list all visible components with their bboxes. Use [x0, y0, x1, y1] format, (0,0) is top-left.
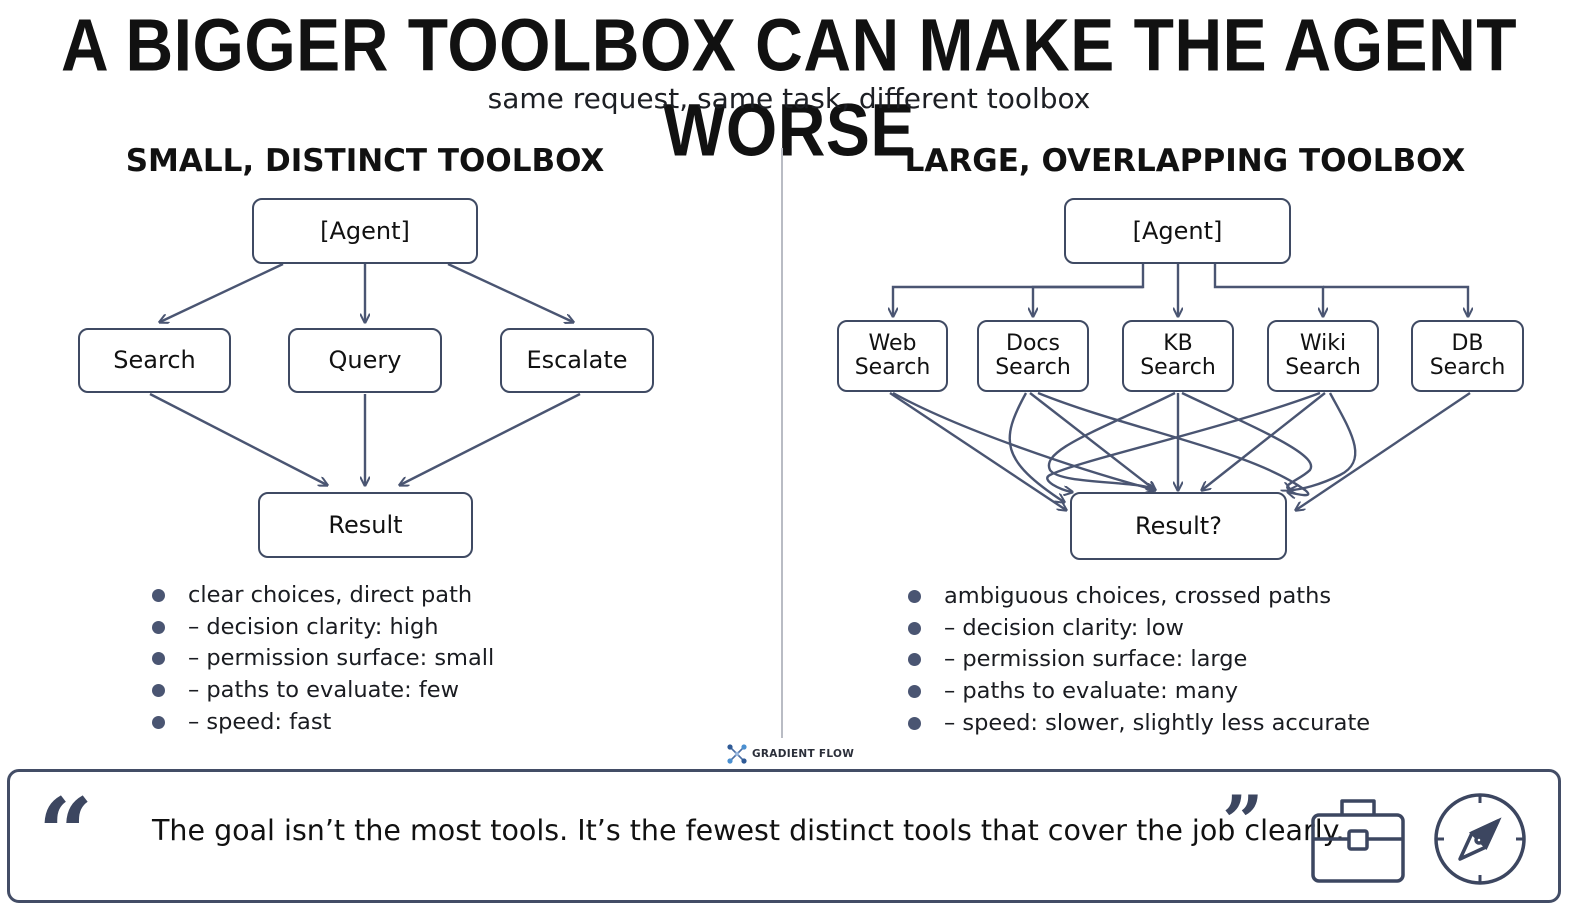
bullet-dot	[908, 621, 921, 635]
bullet-text: clear choices, direct path	[188, 582, 473, 608]
bullet-text: – permission surface: large	[944, 646, 1248, 673]
tool-node-escalate: Escalate	[500, 328, 654, 393]
brand-logo: GRADIENT FLOW	[726, 743, 854, 765]
tool-node-docs-search: Docs Search	[977, 320, 1089, 392]
right-result-node: Result?	[1070, 492, 1287, 560]
edge-docs-result-c	[1037, 391, 1310, 495]
bullet-text: – speed: slower, slightly less accurate	[944, 709, 1371, 736]
tool-label-line1: Web	[868, 330, 917, 356]
tool-label-line1: Wiki	[1299, 330, 1347, 356]
tool-label-line2: Search	[995, 355, 1071, 380]
edge-web-result-a	[889, 392, 1066, 510]
bullet-text: – speed: fast	[188, 708, 332, 735]
tool-node-kb-search: KB Search	[1122, 320, 1234, 392]
list-item: – speed: fast	[152, 707, 494, 739]
toolbox-icon	[1311, 799, 1405, 883]
panel-divider	[781, 148, 783, 738]
list-item: – decision clarity: low	[908, 613, 1370, 645]
right-agent-label: [Agent]	[1132, 216, 1223, 245]
quote-text: The goal isn’t the most tools. It’s the …	[152, 814, 1345, 847]
list-item: ambiguous choices, crossed paths	[908, 581, 1370, 613]
list-item: clear choices, direct path	[152, 580, 494, 612]
bullet-dot	[152, 715, 165, 729]
tool-node-query: Query	[288, 328, 442, 393]
bullet-dot	[908, 685, 921, 699]
brand-name: GRADIENT FLOW	[752, 748, 855, 760]
gradient-flow-logo-icon	[727, 744, 747, 764]
close-quote-mark: ”	[1222, 779, 1264, 864]
bullet-text: – paths to evaluate: few	[188, 677, 459, 704]
tool-label-line1: DB	[1451, 330, 1484, 356]
tool-label: Escalate	[526, 346, 628, 375]
edge-agent-db	[1323, 285, 1468, 316]
bullet-dot	[908, 653, 921, 667]
bullet-dot	[152, 620, 165, 634]
edge-search-result	[149, 392, 327, 485]
list-item: – permission surface: large	[908, 644, 1370, 676]
bullet-dot	[152, 589, 165, 602]
list-item: – speed: slower, slightly less accurate	[908, 708, 1370, 740]
tool-label-line2: Search	[1429, 355, 1506, 380]
right-result-label: Result?	[1135, 511, 1222, 540]
left-panel-title: SMALL, DISTINCT TOOLBOX	[125, 143, 605, 179]
bullet-text: – permission surface: small	[188, 645, 495, 672]
edge-kb-result-c	[1181, 391, 1313, 490]
bullet-text: – paths to evaluate: many	[944, 678, 1239, 705]
edge-agent-web	[893, 264, 1145, 316]
right-panel-title: LARGE, OVERLAPPING TOOLBOX	[904, 143, 1466, 179]
edge-agent-escalate	[447, 262, 573, 322]
tool-node-web-search: Web Search	[837, 320, 948, 392]
tool-label-line1: Docs	[1006, 330, 1060, 356]
quote-box	[7, 769, 1561, 903]
tool-node-wiki-search: Wiki Search	[1267, 320, 1379, 392]
edge-docs-result-b	[1029, 392, 1155, 490]
edge-agent-docs	[1033, 285, 1143, 316]
list-item: – permission surface: small	[152, 643, 494, 675]
edge-wiki-result-a	[1202, 392, 1326, 490]
tool-label-line1: KB	[1163, 330, 1193, 356]
bullet-text: – decision clarity: low	[944, 614, 1184, 641]
left-result-node: Result	[258, 492, 473, 558]
left-agent-node: [Agent]	[252, 198, 478, 264]
edge-kb-result-b	[1047, 391, 1176, 490]
bullet-dot	[908, 716, 921, 730]
tool-label: Search	[113, 346, 196, 375]
edge-wiki-result-c	[1290, 392, 1357, 490]
bullet-text: – decision clarity: high	[188, 613, 439, 640]
list-item: – decision clarity: high	[152, 612, 494, 644]
right-bullet-list: ambiguous choices, crossed paths – decis…	[908, 581, 1370, 739]
tool-node-db-search: DB Search	[1411, 320, 1524, 392]
edge-docs-result-a	[1008, 392, 1064, 502]
tool-label-line2: Search	[854, 355, 931, 380]
tool-label-line2: Search	[1140, 355, 1216, 380]
bullet-text: ambiguous choices, crossed paths	[944, 583, 1332, 609]
left-bullet-list: clear choices, direct path – decision cl…	[152, 580, 494, 738]
compass-icon	[1434, 793, 1526, 885]
list-item: – paths to evaluate: few	[152, 675, 494, 707]
bullet-dot	[908, 590, 921, 603]
edge-agent-wiki	[1213, 264, 1323, 316]
bullet-dot	[152, 652, 165, 666]
page-title: A BIGGER TOOLBOX CAN MAKE THE AGENT WORS…	[60, 3, 1518, 172]
edge-agent-search	[160, 262, 284, 322]
edge-db-result	[1296, 392, 1471, 510]
edge-web-result-b	[892, 391, 1155, 490]
edge-escalate-result	[400, 392, 581, 485]
page-subtitle: same request, same task, different toolb…	[487, 82, 1091, 115]
bullet-dot	[152, 684, 165, 698]
tool-label-line2: Search	[1285, 355, 1361, 380]
right-agent-node: [Agent]	[1064, 198, 1291, 264]
left-result-label: Result	[328, 510, 403, 539]
edge-wiki-result-b	[1046, 391, 1321, 492]
list-item: – paths to evaluate: many	[908, 676, 1370, 708]
left-agent-label: [Agent]	[320, 216, 410, 245]
tool-node-search: Search	[78, 328, 231, 393]
open-quote-mark: “	[38, 777, 94, 890]
tool-label: Query	[328, 346, 402, 375]
